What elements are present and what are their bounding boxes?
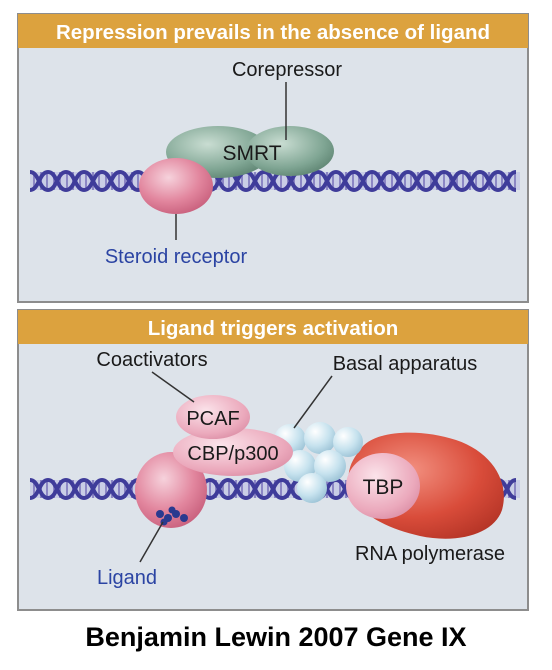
panel-repression-header-band xyxy=(18,14,528,48)
basal-apparatus-label: Basal apparatus xyxy=(333,353,478,375)
credit-caption: Benjamin Lewin 2007 Gene IX xyxy=(85,622,467,652)
coactivators-label: Coactivators xyxy=(96,349,207,371)
panel-repression-title: Repression prevails in the absence of li… xyxy=(56,21,490,44)
corepressor-label: Corepressor xyxy=(232,59,342,81)
ligand-leader-line xyxy=(139,521,164,563)
panel-activation: Ligand triggers activation TBP xyxy=(17,309,529,611)
panel-activation-header-band xyxy=(18,310,528,344)
ligand-molecules xyxy=(156,506,188,526)
panel-activation-title: Ligand triggers activation xyxy=(148,317,399,340)
steroid-receptor-shape xyxy=(139,158,213,214)
tbp-shape xyxy=(346,453,420,519)
cbp-p300-label: CBP/p300 xyxy=(187,443,278,465)
cbp-p300-shape xyxy=(173,428,293,476)
ligand-label: Ligand xyxy=(97,567,157,589)
pcaf-shape xyxy=(176,395,250,439)
pcaf-label: PCAF xyxy=(186,408,239,430)
dna-helix-top xyxy=(29,169,520,193)
coactivators-leader-line xyxy=(151,371,195,403)
tbp-label: TBP xyxy=(363,476,404,499)
rna-polymerase-label: RNA polymerase xyxy=(355,543,505,565)
basal-apparatus-leader-line xyxy=(293,375,333,429)
receptor-bottom-shape xyxy=(135,452,207,528)
panel-repression: Repression prevails in the absence of li… xyxy=(17,13,529,303)
steroid-receptor-label: Steroid receptor xyxy=(105,246,248,268)
basal-apparatus-cluster xyxy=(274,422,363,503)
smrt-label: SMRT xyxy=(222,142,281,165)
